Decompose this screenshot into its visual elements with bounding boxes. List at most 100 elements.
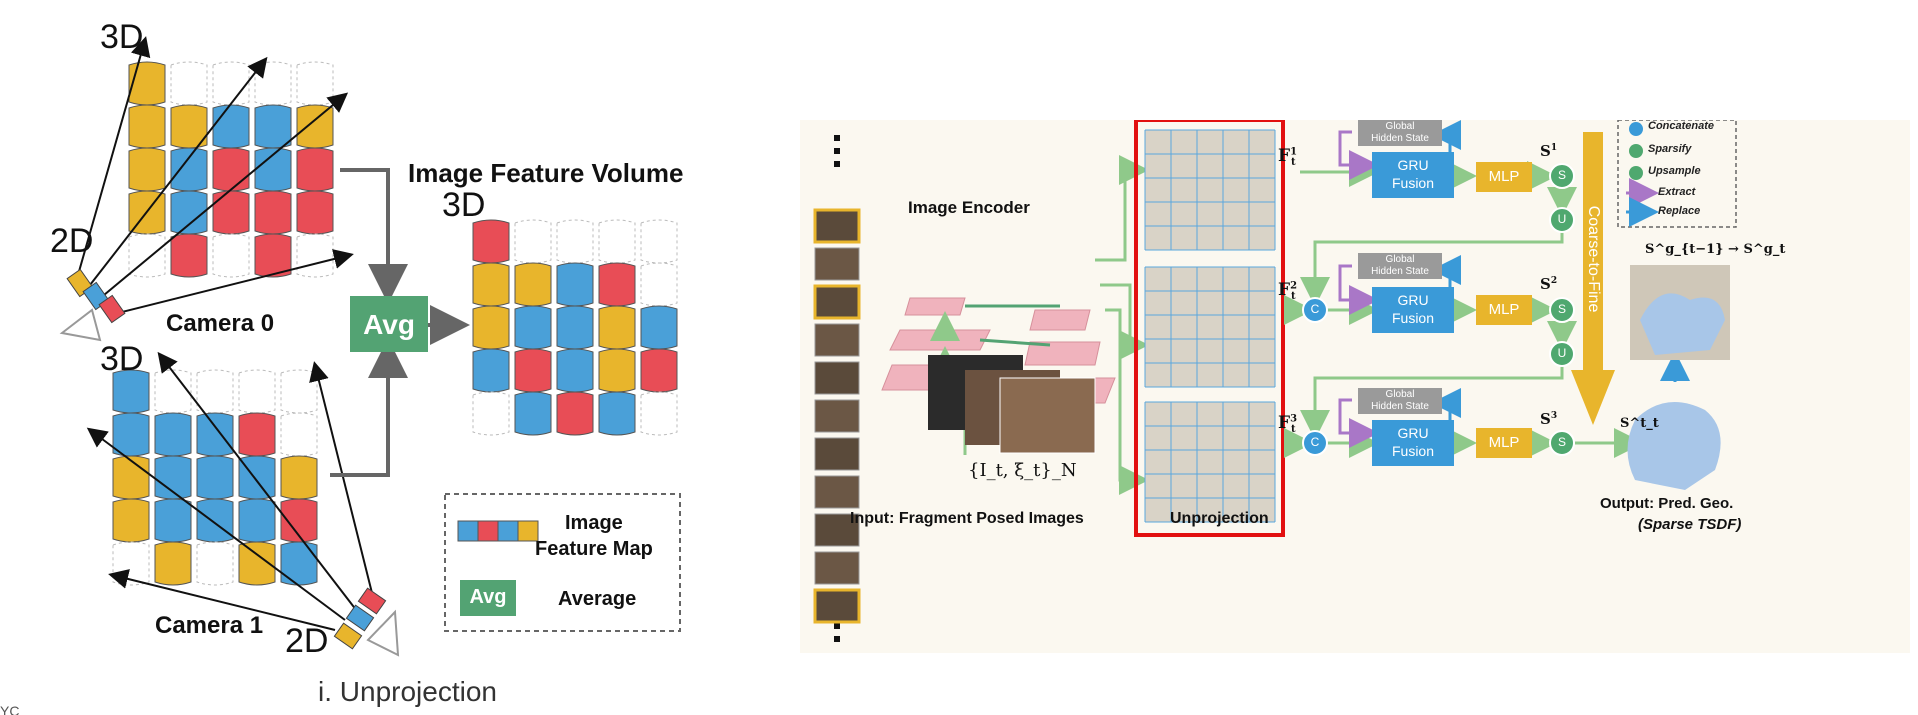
feature-cell (598, 348, 636, 393)
input-frame-thumbnail (814, 513, 860, 547)
feature-cell (154, 369, 192, 414)
feature-cell (112, 455, 150, 500)
feature-cell (128, 233, 166, 278)
label-2d-top: 2D (50, 222, 94, 260)
input-frame-thumbnail (814, 475, 860, 509)
feature-cell (112, 369, 150, 414)
feature-cell (112, 541, 150, 586)
feature-cell (472, 262, 510, 307)
feature-cell (640, 262, 678, 307)
feature-cell (112, 498, 150, 543)
voxel-volume (1144, 401, 1276, 523)
feature-cell (238, 541, 276, 586)
feature-cell (296, 104, 334, 149)
legend-avg-label: Avg (469, 586, 507, 608)
left-unprojection-diagram (59, 36, 681, 657)
input-frame-thumbnail (813, 208, 861, 244)
feature-cell (296, 233, 334, 278)
feature-cell (170, 190, 208, 235)
feature-cell (556, 305, 594, 350)
global-map-label: S^g_{t−1} → S^g_t (1645, 242, 1786, 257)
f3-label: F3t (1278, 413, 1298, 436)
camera1-feature-grid (112, 369, 318, 586)
global-map-render (1630, 265, 1730, 360)
label-3d-top: 3D (100, 18, 144, 56)
feature-cell (472, 219, 510, 264)
legend-feature-map-label: Image Feature Map (535, 512, 653, 560)
s1-label: S1 (1540, 142, 1558, 160)
legend-extract: Extract (1658, 186, 1696, 198)
feature-cell (128, 104, 166, 149)
feature-cell (196, 412, 234, 457)
image-feature-volume-grid (472, 219, 678, 436)
feature-cell (556, 348, 594, 393)
feature-cell (640, 305, 678, 350)
s2-label: S2 (1540, 275, 1558, 293)
st-label: S^t_t (1620, 416, 1659, 431)
op-circles (1549, 163, 1575, 456)
feature-cell (296, 147, 334, 192)
feature-cell (472, 305, 510, 350)
mlp-label-2: MLP (1488, 301, 1520, 318)
upsample-circle-label-1: U (1557, 212, 1567, 226)
volume-title: Image Feature Volume (408, 158, 684, 188)
input-frame-thumbnail (813, 588, 861, 624)
avg-box (350, 296, 428, 352)
right-pipeline-panel: Image Encoder {I_t, ξ_t}_N Input: Fragme… (800, 120, 1910, 653)
feature-cell (212, 104, 250, 149)
feature-cell (254, 104, 292, 149)
f-to-gru-arrows (1284, 157, 1644, 458)
feature-cell (154, 412, 192, 457)
unprojection-volumes (1144, 129, 1276, 523)
feature-cell (514, 219, 552, 264)
feature-cell (280, 412, 318, 457)
label-3d-bottom: 3D (100, 340, 144, 378)
avg-connectors (330, 168, 470, 477)
legend-average-label: Average (558, 588, 637, 610)
feature-cell (128, 147, 166, 192)
input-photo-stack (928, 355, 1096, 454)
input-frame-thumbnail (814, 323, 860, 357)
feature-cell (238, 455, 276, 500)
feature-cell (196, 369, 234, 414)
feature-cell (170, 233, 208, 278)
feature-cell (112, 412, 150, 457)
feature-cell (254, 61, 292, 106)
feature-cell (154, 498, 192, 543)
feature-cell (254, 147, 292, 192)
camera0-feature-grid (128, 61, 334, 278)
feature-cell (238, 412, 276, 457)
feature-cell (556, 391, 594, 436)
concat-circle-label-2: C (1310, 435, 1320, 449)
feature-cell (556, 262, 594, 307)
feature-cell (212, 147, 250, 192)
hidden-state-extract-arrows (1338, 130, 1379, 448)
feature-cell (170, 147, 208, 192)
sparsify-circle-label-3: S (1557, 435, 1566, 449)
input-frame-thumbnail (814, 399, 860, 433)
feature-cell (280, 498, 318, 543)
feature-cell (598, 391, 636, 436)
feature-cell (472, 348, 510, 393)
voxel-volume (1144, 129, 1276, 251)
feature-cell (640, 348, 678, 393)
feature-cell (640, 391, 678, 436)
concat-circle-label-1: C (1310, 302, 1320, 316)
camera0-icon (59, 268, 126, 342)
legend-concatenate: Concatenate (1648, 120, 1715, 132)
camera1-label: Camera 1 (155, 612, 264, 639)
input-frame-stack (813, 208, 861, 624)
input-frame-thumbnail (813, 284, 861, 320)
coarse-to-fine-arrow (1571, 132, 1615, 425)
feature-cell (212, 190, 250, 235)
feature-cell (514, 262, 552, 307)
right-legend-box (1617, 120, 1737, 228)
output-tsdf-render (1627, 402, 1721, 490)
feature-cell (238, 498, 276, 543)
feature-cell (196, 541, 234, 586)
feature-cell (196, 498, 234, 543)
feature-cell (128, 61, 166, 106)
sparsify-circle-label-1: S (1557, 168, 1566, 182)
f1-label: F1t (1278, 146, 1298, 169)
feature-cell (212, 61, 250, 106)
